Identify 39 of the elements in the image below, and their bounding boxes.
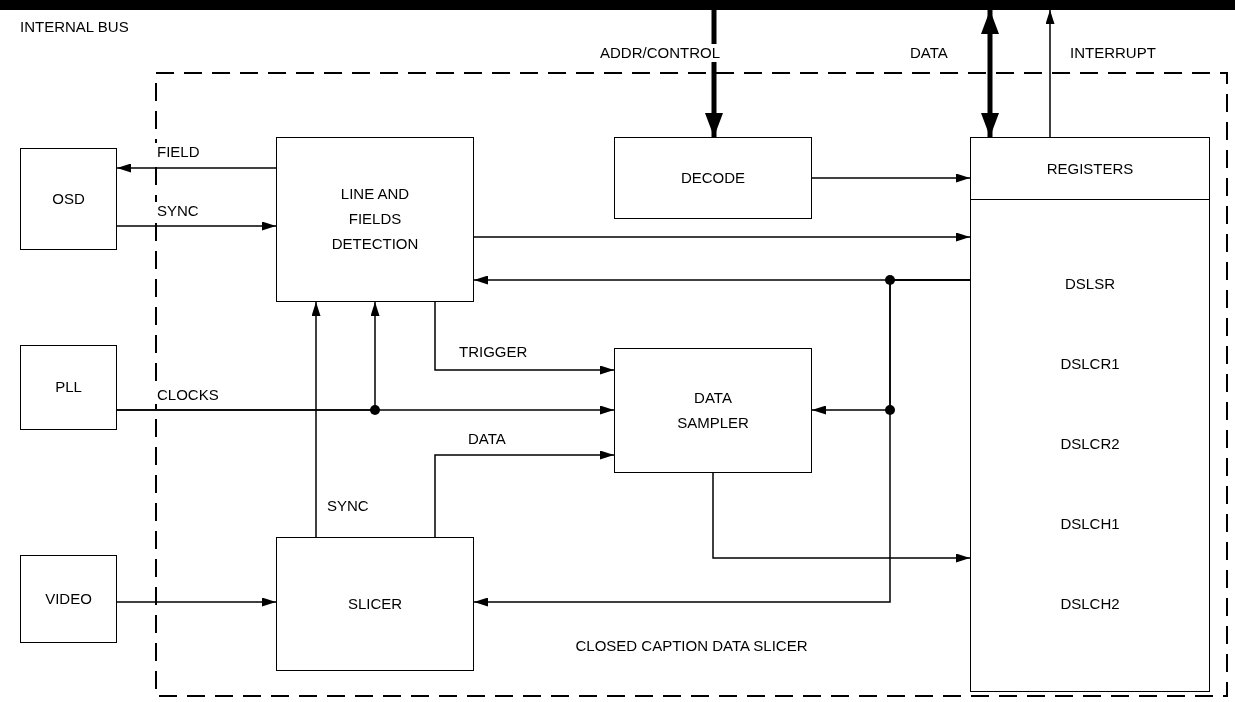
register-title: REGISTERS — [1046, 159, 1134, 177]
block-box — [614, 348, 812, 473]
block-label: LINE AND FIELDS DETECTION — [330, 184, 420, 254]
arrow — [811, 173, 971, 183]
arrow — [116, 163, 277, 173]
arrow — [473, 232, 971, 242]
block-label: DATA SAMPLER — [676, 387, 750, 433]
arrow — [116, 221, 277, 231]
arrow — [473, 279, 971, 607]
register-name: DSLSR — [1065, 274, 1115, 292]
arrow — [434, 450, 615, 538]
register-name: DSLCR2 — [1060, 434, 1120, 452]
arrow — [712, 472, 971, 563]
block-label: SLICER — [347, 593, 403, 614]
register-name: DSLCH1 — [1060, 514, 1120, 532]
arrow — [1045, 9, 1055, 138]
block-box — [614, 137, 812, 219]
arrow — [116, 597, 277, 607]
block-box — [20, 345, 117, 430]
register-name: DSLCH2 — [1060, 594, 1120, 612]
register-name: DSLCR1 — [1060, 354, 1120, 372]
block-box — [276, 137, 474, 302]
block-label: OSD — [52, 188, 85, 209]
block-label: DECODE — [680, 167, 746, 188]
group-label: CLOSED CAPTION DATA SLICER — [574, 637, 809, 654]
arrow — [705, 10, 723, 137]
block-label: VIDEO — [45, 588, 92, 609]
arrow — [311, 301, 321, 538]
block-label: PLL — [55, 377, 82, 398]
edge-label: ADDR/CONTROL — [598, 44, 722, 62]
register-block — [970, 137, 1210, 692]
block-box — [276, 537, 474, 671]
arrow — [981, 10, 999, 137]
bus-label: INTERNAL BUS — [20, 18, 129, 35]
block-box — [20, 148, 117, 250]
dashed-group-border — [155, 72, 1228, 697]
arrow — [116, 301, 380, 411]
arrow — [434, 301, 615, 375]
block-box — [20, 555, 117, 643]
